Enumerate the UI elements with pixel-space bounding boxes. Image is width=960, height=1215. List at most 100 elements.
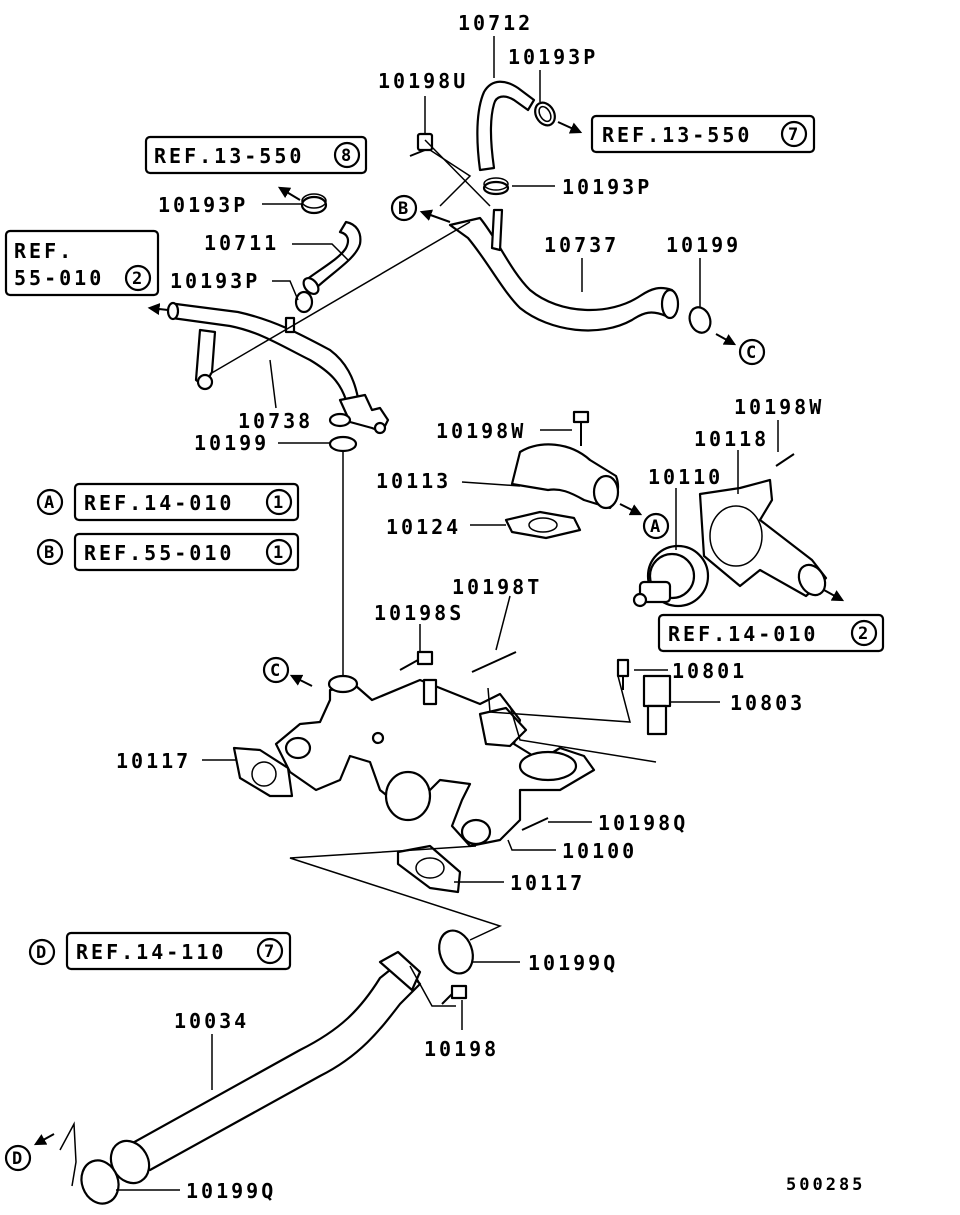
svg-text:B: B — [44, 543, 54, 563]
label-10193P-left: 10193P — [158, 193, 248, 217]
ref-box-14-110-7[interactable]: REF.14-110 7 — [65, 931, 292, 971]
label-10199Q-mid: 10199Q — [528, 951, 618, 975]
gasket-10124 — [504, 510, 582, 540]
bolt-10198T — [471, 651, 517, 673]
ref-circle — [265, 538, 293, 566]
label-10198Q: 10198Q — [598, 811, 688, 835]
bolt-10198 — [441, 984, 468, 1005]
ref-num: 1 — [273, 493, 283, 513]
ref-text: REF.14-010 — [668, 622, 818, 646]
ref-num: 7 — [264, 942, 274, 962]
label-10712: 10712 — [458, 11, 533, 35]
manifold-10100 — [274, 674, 596, 848]
ref-num: 2 — [132, 269, 142, 289]
ref-box-55-010-1[interactable]: REF.55-010 1 — [73, 532, 300, 572]
marker-D-legend: D — [28, 938, 56, 966]
leader-10801 — [487, 675, 631, 723]
label-10124: 10124 — [386, 515, 461, 539]
label-10198W-top: 10198W — [436, 419, 526, 443]
svg-text:C: C — [270, 661, 280, 681]
ref-box-14-010-2[interactable]: REF.14-010 2 — [657, 613, 885, 653]
hose-10712 — [476, 80, 536, 172]
sensor-10803 — [642, 674, 672, 736]
arrow-to-ref-13-550-7 — [557, 121, 583, 134]
marker-A-flow: A — [642, 512, 670, 540]
ref-num: 7 — [788, 125, 798, 145]
label-10801: 10801 — [672, 659, 747, 683]
arrow-to-ref-13-550-8 — [277, 186, 301, 201]
gasket-10117-b — [396, 844, 462, 894]
label-10193P-top: 10193P — [508, 45, 598, 69]
marker-A-legend: A — [36, 488, 64, 516]
ref-text: REF.14-110 — [76, 940, 226, 964]
label-10118: 10118 — [694, 427, 769, 451]
label-10199Q-bot: 10199Q — [186, 1179, 276, 1203]
leader-D-pipe — [59, 1121, 77, 1187]
bolt-10198U — [409, 132, 434, 157]
ref-text: REF.55-010 — [84, 541, 234, 565]
svg-text:A: A — [650, 517, 660, 537]
marker-D-flow: D — [4, 1144, 32, 1172]
arrow-to-A — [619, 503, 643, 516]
arrow-to-C-mid — [289, 674, 313, 687]
marker-C-flow-top: C — [738, 338, 766, 366]
ref-num: 2 — [858, 624, 868, 644]
arrow-to-ref-55-010-2 — [147, 303, 169, 316]
bolt-10198W — [775, 453, 795, 467]
ref-circle — [265, 488, 293, 516]
clamp-10193P-mid — [482, 177, 510, 196]
pipe-10034 — [109, 950, 422, 1185]
clamp-10193P-left — [300, 193, 328, 215]
label-10803: 10803 — [730, 691, 805, 715]
label-10117-a: 10117 — [116, 749, 191, 773]
ref-box-13-550-8[interactable]: REF.13-550 8 — [144, 135, 368, 175]
leader-bracket — [429, 149, 472, 207]
label-10193P-mid: 10193P — [562, 175, 652, 199]
label-10737: 10737 — [544, 233, 619, 257]
svg-text:C: C — [746, 343, 756, 363]
svg-text:D: D — [12, 1149, 22, 1169]
leader-lines — [116, 36, 779, 1191]
diagram-code: 500285 — [786, 1175, 865, 1195]
leader-10198U — [424, 139, 491, 207]
svg-text:B: B — [398, 199, 408, 219]
label-10198W: 10198W — [734, 395, 824, 419]
bolt-10198W-top — [572, 410, 590, 446]
clamp-10193P-top — [534, 101, 556, 127]
label-10100: 10100 — [562, 839, 637, 863]
pipe-10738-to-10737-link — [209, 221, 471, 375]
arrow-to-C-top — [715, 333, 737, 346]
label-10117-b: 10117 — [510, 871, 585, 895]
ref-box-13-550-7[interactable]: REF.13-550 7 — [590, 114, 816, 154]
svg-text:A: A — [44, 493, 54, 513]
label-10199-right: 10199 — [666, 233, 741, 257]
ref-text: REF.13-550 — [602, 123, 752, 147]
ref-circle — [256, 937, 284, 965]
label-10198T: 10198T — [452, 575, 542, 599]
marker-B-flow: B — [390, 194, 451, 223]
ref-box-14-010-1[interactable]: REF.14-010 1 — [73, 482, 300, 522]
ref-circle — [333, 141, 361, 169]
label-10711: 10711 — [204, 231, 279, 255]
bolt-10198S — [399, 650, 434, 671]
gasket-10117-a — [232, 746, 294, 798]
clamp-10193P-low — [294, 290, 314, 314]
ref-box-55-010-2[interactable]: REF. 55-010 2 — [4, 229, 160, 297]
oring-10199Q-mid — [438, 929, 474, 975]
leader-10803 — [509, 705, 657, 763]
label-10113: 10113 — [376, 469, 451, 493]
oring-10199Q-bot — [80, 1159, 120, 1205]
pipe-10738 — [166, 301, 390, 435]
label-10738: 10738 — [238, 409, 313, 433]
leader-10198-bracket — [409, 965, 456, 1007]
ref-num: 1 — [273, 543, 283, 563]
sensor-10801 — [616, 658, 630, 690]
ref-text: REF.14-010 — [84, 491, 234, 515]
ref-text: REF.13-550 — [154, 144, 304, 168]
bolt-10198Q — [521, 817, 549, 831]
arrow-to-D — [33, 1133, 55, 1146]
marker-C-flow-mid: C — [262, 656, 290, 684]
ref-circle — [780, 120, 808, 148]
leader-10100-pipe — [289, 845, 503, 941]
